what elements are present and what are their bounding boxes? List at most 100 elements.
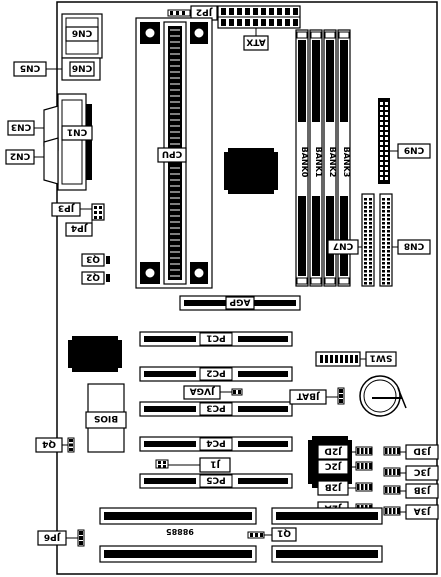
atx-pin: [237, 8, 242, 15]
ide-pin: [369, 278, 372, 281]
cn9-pin: [385, 162, 388, 165]
ide-pin: [369, 214, 372, 217]
j3-header: [383, 506, 401, 516]
cn9-pin: [380, 157, 383, 160]
ide-pin: [382, 198, 385, 201]
j3-pin: [397, 508, 400, 514]
cn9-pin: [380, 177, 383, 180]
atx-pin: [277, 8, 282, 15]
ide-pin: [387, 278, 390, 281]
ide-pin: [382, 246, 385, 249]
sw1-key: [320, 355, 323, 363]
cn9-pin: [380, 162, 383, 165]
ide-pin: [382, 242, 385, 245]
sw1-label: SW1: [370, 353, 393, 363]
j3-pin: [397, 487, 400, 493]
ide-pin: [364, 202, 367, 205]
pci-contacts: [144, 371, 196, 377]
j2-pin: [369, 484, 372, 490]
atx-pin: [253, 19, 258, 26]
dimm-contacts: [326, 40, 334, 122]
q2-transistor: Q2: [81, 271, 110, 285]
atx-pin: [285, 8, 290, 15]
cn9-pin: [385, 142, 388, 145]
cn6-connector: CN6: [61, 13, 103, 59]
ide-pin: [387, 282, 390, 285]
j3-header: [383, 446, 401, 456]
ide-pin: [387, 270, 390, 273]
j3-pin: [393, 469, 396, 475]
ide-pin: [369, 262, 372, 265]
cn8-label: CN8: [404, 241, 424, 251]
cn9-header: CN9: [378, 98, 431, 184]
ide-pin: [364, 250, 367, 253]
cn9-pin: [380, 117, 383, 120]
ide-pin: [369, 246, 372, 249]
ide-pin: [387, 210, 390, 213]
ide-pin: [387, 214, 390, 217]
ide-pin: [382, 210, 385, 213]
cpu-slot: CPU: [135, 17, 213, 289]
pci-label-box: [199, 437, 233, 451]
ide-pin: [382, 206, 385, 209]
ide-pin: [382, 250, 385, 253]
ide-pin: [364, 274, 367, 277]
cn9-pin: [385, 177, 388, 180]
jvga-label: JVGA: [190, 386, 216, 396]
q4-transistor: Q4: [35, 437, 75, 453]
ide-pin: [364, 218, 367, 221]
pci-contacts: [238, 336, 288, 342]
j2-header: [355, 461, 373, 471]
sw1-key: [340, 355, 343, 363]
cn9-pin: [380, 112, 383, 115]
cmos-battery: [359, 375, 407, 417]
q4-label: Q4: [42, 439, 56, 449]
cn9-pin: [380, 167, 383, 170]
jp4-label: JP4: [71, 223, 88, 233]
cn9-pin: [385, 132, 388, 135]
jvga-jumper: JVGA: [183, 385, 243, 400]
ide-pin: [382, 262, 385, 265]
cn9-pin: [380, 122, 383, 125]
ide-pin: [369, 206, 372, 209]
j2-pin: [361, 448, 364, 454]
ide-pin: [382, 234, 385, 237]
atx-pin: [253, 8, 258, 15]
pci-contacts: [238, 478, 288, 484]
ide-pin: [382, 278, 385, 281]
jp3-jp4-jumpers: JP3 JP4: [51, 202, 105, 237]
atx-label: ATX: [246, 37, 265, 47]
pci-contacts: [144, 406, 196, 412]
dimm-contacts: [298, 196, 306, 276]
j2-header: [355, 446, 373, 456]
ide-pin: [364, 278, 367, 281]
j2-pin: [365, 463, 368, 469]
cn1-label: CN1: [67, 127, 87, 137]
ide-pin: [387, 222, 390, 225]
sw1-key: [350, 355, 353, 363]
ide-pin: [369, 254, 372, 257]
cn2-serial-connector: CN2: [5, 137, 59, 185]
ide-pin: [387, 262, 390, 265]
j2-pin: [357, 484, 360, 490]
dimm-latch: [296, 277, 308, 285]
dimm-latch: [338, 277, 350, 285]
ide-pin: [369, 250, 372, 253]
ide-pin: [387, 238, 390, 241]
ide-pin: [382, 230, 385, 233]
ide-pin: [364, 242, 367, 245]
ide-pin: [387, 274, 390, 277]
ide-pin: [387, 230, 390, 233]
sw1-key: [325, 355, 328, 363]
cn5-connector: CN5 CN6: [13, 57, 101, 81]
dimm-contacts: [326, 196, 334, 276]
cn2-label: CN2: [10, 151, 30, 161]
cn9-pin: [380, 142, 383, 145]
sw1-key: [345, 355, 348, 363]
j2-pin: [365, 484, 368, 490]
southbridge-chip: [68, 336, 122, 372]
cn9-pin: [385, 147, 388, 150]
dimm-latch: [338, 31, 350, 39]
dimm-latch: [324, 31, 336, 39]
atx-pin: [269, 8, 274, 15]
